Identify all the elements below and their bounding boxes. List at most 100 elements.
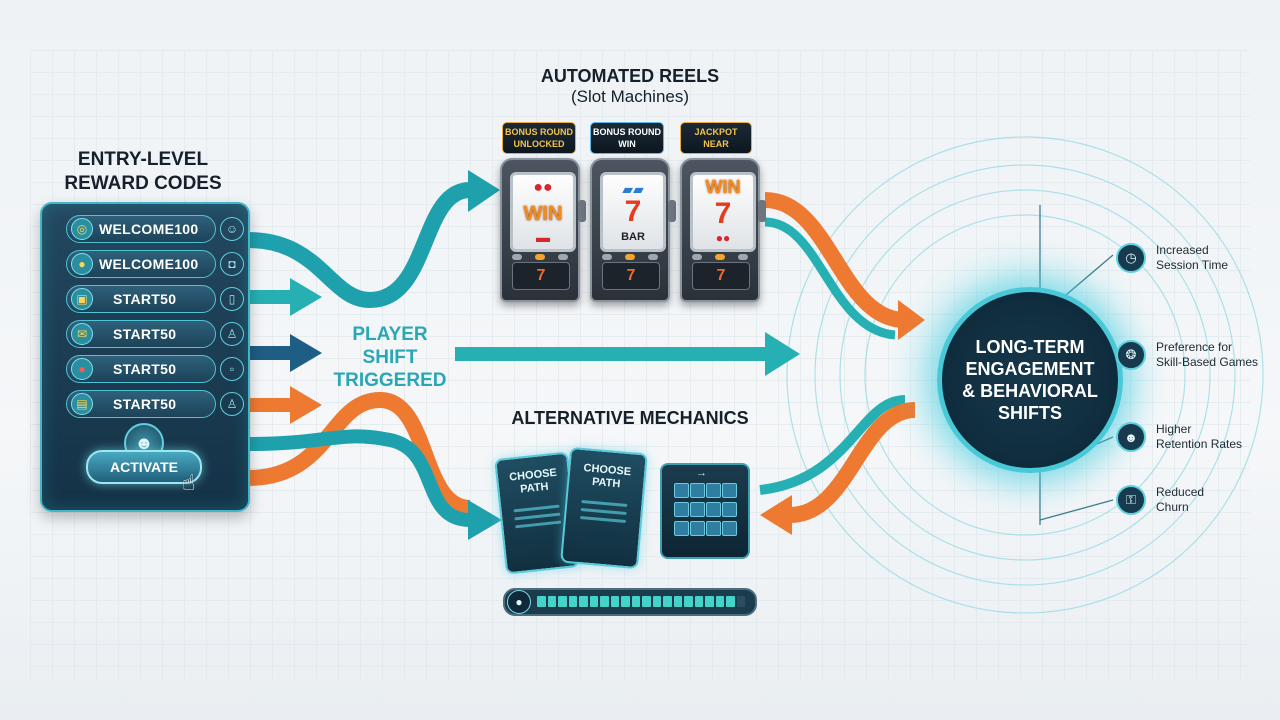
slot-reel-window: ▰▰ 7 BAR xyxy=(600,172,666,252)
teal-flow-up xyxy=(247,182,472,309)
reward-codes-title-line1: ENTRY-LEVEL xyxy=(77,149,209,170)
pointer-hand-icon: ☝ xyxy=(182,470,196,495)
slot-badge-line1: BONUS ROUND xyxy=(504,127,573,137)
reward-code-row[interactable]: ● WELCOME100 ◘ xyxy=(66,249,262,279)
reward-code-pill[interactable]: ✉ START50 xyxy=(66,320,216,348)
target-icon: ◎ xyxy=(71,218,93,240)
reel-seven-text: 7 xyxy=(624,195,642,228)
hub-line2: ENGAGEMENT xyxy=(965,359,1095,379)
teal-flow-hub-mech xyxy=(759,395,906,495)
progress-segment xyxy=(631,596,640,607)
hub-rings xyxy=(786,136,1264,614)
envelope-icon: ✉ xyxy=(71,323,93,345)
slot-reel-window: ●● WIN ▬ xyxy=(510,172,576,252)
outcome-text: Increased Session Time xyxy=(1156,243,1228,273)
teal-flow-up-head xyxy=(468,170,500,212)
progress-segment xyxy=(610,596,619,607)
card-title: CHOOSE PATH xyxy=(498,466,570,499)
bottle-icon: ▯ xyxy=(220,287,244,311)
progress-segment xyxy=(736,596,745,607)
player-shift-line2: SHIFT xyxy=(362,347,418,368)
bar-icon: ▬ xyxy=(536,229,550,245)
hub-line4: SHIFTS xyxy=(997,403,1062,423)
card-title-line1: CHOOSE xyxy=(508,466,558,484)
hub-line1: LONG-TERM xyxy=(975,337,1085,357)
outcome-line: Increased xyxy=(1156,243,1209,257)
reward-code-pill[interactable]: ▤ START50 xyxy=(66,390,216,418)
outcome-item: ◷ Increased Session Time xyxy=(1116,240,1266,276)
slot-badge: JACKPOT NEAR xyxy=(680,122,752,154)
bag-icon: ◘ xyxy=(220,252,244,276)
choose-path-card[interactable]: CHOOSE PATH xyxy=(560,446,648,570)
reward-code-row[interactable]: ✉ START50 ♙ xyxy=(66,319,262,349)
progress-segment xyxy=(663,596,672,607)
orange-flow-slots-hub-head xyxy=(898,300,925,340)
slot-machine: ▰▰ 7 BAR 7 xyxy=(590,158,676,302)
activate-button[interactable]: ACTIVATE xyxy=(86,450,202,484)
progress-segment xyxy=(579,596,588,607)
progress-segment xyxy=(621,596,630,607)
slot-badge-line1: BONUS ROUND xyxy=(592,127,661,137)
reward-code-pill[interactable]: ● WELCOME100 xyxy=(66,250,216,278)
arrow-right-icon: → xyxy=(696,467,707,479)
card-title: CHOOSE PATH xyxy=(569,461,645,493)
progress-segment xyxy=(726,596,735,607)
player-shift-line3: TRIGGERED xyxy=(333,370,447,391)
reward-code-pill[interactable]: ▣ START50 xyxy=(66,285,216,313)
person-icon: ♙ xyxy=(220,392,244,416)
orange-flow-hub-mech xyxy=(789,402,916,523)
card-title-line2: PATH xyxy=(519,480,550,496)
reward-code-pill[interactable]: ● START50 xyxy=(66,355,216,383)
reward-code-pill[interactable]: ◎ WELCOME100 xyxy=(66,215,216,243)
progress-segment xyxy=(537,596,546,607)
slot-buttons xyxy=(512,254,568,262)
progress-segment xyxy=(652,596,661,607)
automated-reels-heading: AUTOMATED REELS xyxy=(540,66,720,86)
slot-base-display: 7 xyxy=(602,262,660,290)
progress-segment xyxy=(558,596,567,607)
reel-bar-text: BAR xyxy=(621,231,645,243)
outcome-line: Retention Rates xyxy=(1156,437,1243,451)
player-shift-label: PLAYER SHIFT TRIGGERED xyxy=(330,323,450,392)
reward-code-label: START50 xyxy=(113,396,177,412)
person-icon: ♙ xyxy=(220,322,244,346)
outcome-line: Skill-Based Games xyxy=(1156,355,1259,369)
outcome-line: Churn xyxy=(1156,500,1189,514)
progress-segment xyxy=(673,596,682,607)
reward-code-row[interactable]: ● START50 ▫ xyxy=(66,354,262,384)
card-title-line1: CHOOSE xyxy=(583,462,632,479)
teal-flow-down xyxy=(247,429,471,527)
card-icon: ▤ xyxy=(71,393,93,415)
cherry-icon: ●● xyxy=(715,231,731,245)
progress-segment xyxy=(642,596,651,607)
hub-line3: & BEHAVIORAL xyxy=(962,381,1098,401)
slot-reel-window: WIN 7 ●● xyxy=(690,172,756,252)
reward-code-row[interactable]: ◎ WELCOME100 ☺ xyxy=(66,214,262,244)
outcome-item: ⚿ Reduced Churn xyxy=(1116,482,1266,518)
arrow-orange-3 xyxy=(248,398,294,412)
outcome-line: Session Time xyxy=(1156,258,1229,272)
brain-icon: ❂ xyxy=(1116,340,1146,370)
cup-icon: ▫ xyxy=(220,357,244,381)
slot-lever xyxy=(578,200,586,222)
reward-codes-title: ENTRY-LEVEL REWARD CODES xyxy=(40,148,246,196)
progress-segment xyxy=(684,596,693,607)
engagement-hub: LONG-TERM ENGAGEMENT & BEHAVIORAL SHIFTS xyxy=(937,287,1123,473)
progress-segment xyxy=(547,596,556,607)
tile-puzzle[interactable]: → xyxy=(660,463,750,559)
slot-lever xyxy=(758,200,766,222)
outcome-line: Preference for xyxy=(1156,340,1233,354)
slot-buttons xyxy=(692,254,748,262)
reward-code-label: START50 xyxy=(113,291,177,307)
arrow-orange-3-head xyxy=(290,386,322,424)
gamepad-icon: ▣ xyxy=(71,288,93,310)
slot-lever xyxy=(668,200,676,222)
reward-code-row[interactable]: ▤ START50 ♙ xyxy=(66,389,262,419)
outcome-line: Higher xyxy=(1156,422,1192,436)
outcome-text: Reduced Churn xyxy=(1156,485,1204,515)
reward-code-row[interactable]: ▣ START50 ▯ xyxy=(66,284,262,314)
outcome-item: ❂ Preference for Skill-Based Games xyxy=(1116,337,1266,373)
progress-segment xyxy=(589,596,598,607)
outcome-item: ☻ Higher Retention Rates xyxy=(1116,419,1266,455)
arrow-teal-1 xyxy=(248,290,294,304)
